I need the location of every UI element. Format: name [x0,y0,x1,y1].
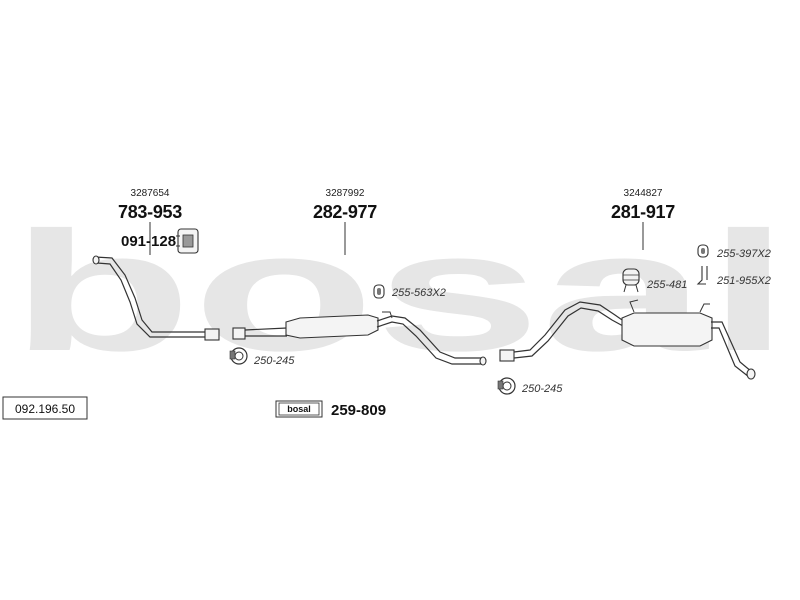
kit-brand-text: bosal [287,404,311,414]
front-downpipe [92,255,220,341]
part-number-2: 282-977 [313,202,377,222]
part-number-3: 281-917 [611,202,675,222]
rubber-rear-small-label: 255-397X2 [716,248,771,260]
bosal-watermark: bosal [10,197,790,387]
clamp-front-label: 250-245 [253,355,295,367]
clamp-rear-part [497,377,516,395]
rubber-rear-small-part [697,244,709,258]
hanger-rear-part [696,266,708,285]
mount-rear-label: 255-481 [646,279,687,291]
part-number-1: 783-953 [118,202,182,222]
mount-rear-part [622,268,640,293]
oem-number-1: 3287654 [131,188,170,199]
kit-box: bosal [275,400,323,418]
hanger-rear-label: 251-955X2 [716,275,771,287]
reference-box [2,396,88,420]
reference-code: 092.196.50 [15,402,75,416]
mount-front-label: 091-128 [121,233,176,250]
kit-part-label: 259-809 [331,402,386,419]
rubber-mid-label: 255-563X2 [391,287,446,299]
mount-front-part [176,228,199,254]
rubber-mid-part [373,284,385,299]
middle-silencer-pipe [232,311,487,366]
clamp-front-part [229,347,248,365]
clamp-rear-label: 250-245 [521,383,563,395]
oem-number-3: 3244827 [624,188,663,199]
oem-number-2: 3287992 [326,188,365,199]
rear-silencer-pipe [499,299,756,380]
